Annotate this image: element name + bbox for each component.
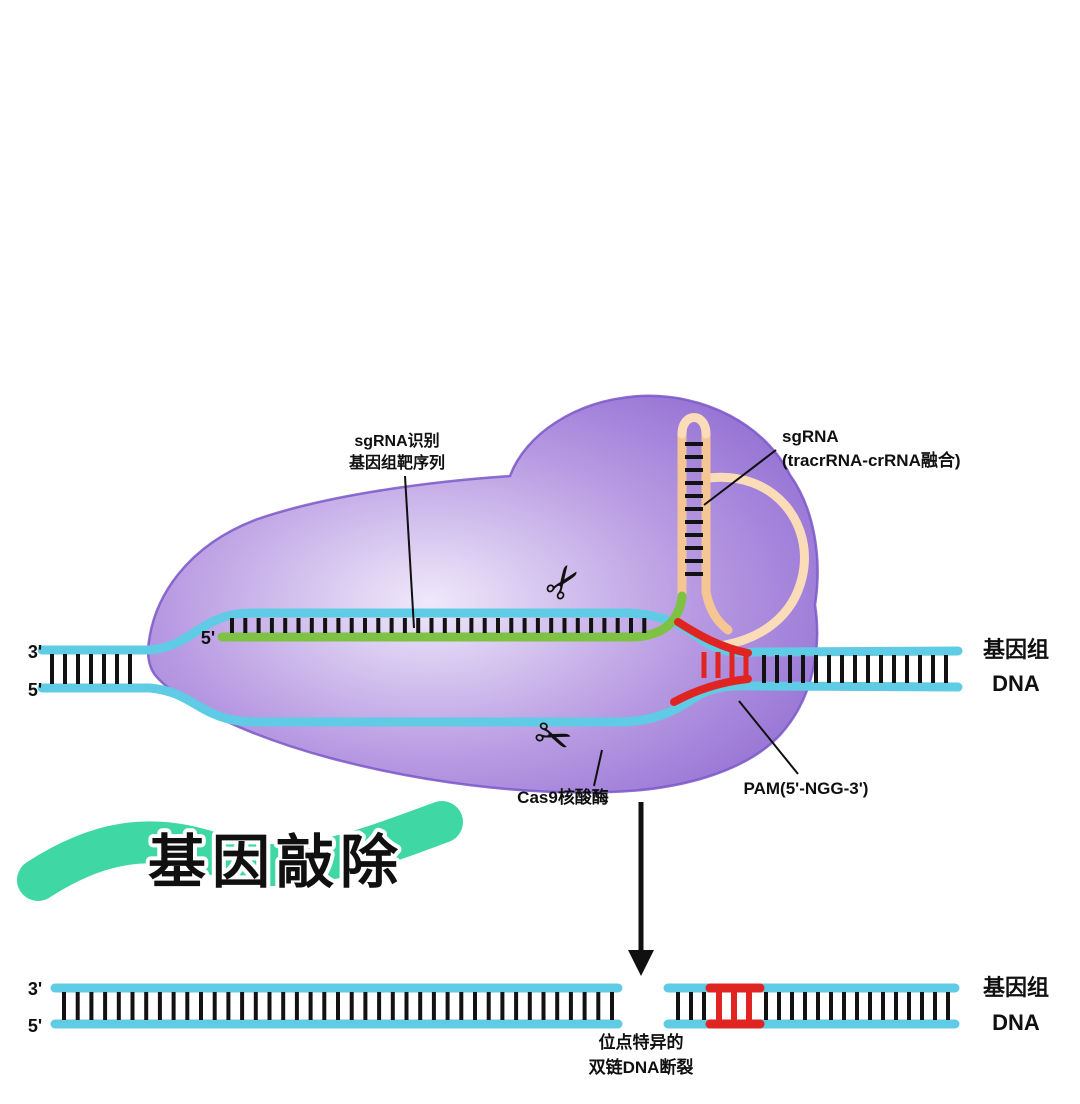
label-genome-top-line1: 基因组 <box>983 637 1049 662</box>
rungs-bottom-left <box>62 992 614 1020</box>
pam-top-strand <box>674 618 752 657</box>
rungs-right-duplex <box>762 655 948 683</box>
label-genome-top-line2: DNA <box>992 671 1040 696</box>
caption-break-line2: 双链DNA断裂 <box>589 1057 694 1077</box>
pointer-sgrna <box>703 449 777 506</box>
label-3prime-top: 3' <box>28 642 42 662</box>
label-5prime-top: 5' <box>28 680 42 700</box>
label-sgrna-target-line2: 基因组靶序列 <box>348 453 445 472</box>
label-pam: PAM(5'-NGG-3') <box>744 779 869 798</box>
pointer-sgrna-target <box>404 475 415 629</box>
knockout-brush-stroke <box>17 801 463 901</box>
label-sgrna-line1: sgRNA <box>782 427 839 446</box>
result-arrow-head <box>628 950 654 976</box>
sgrna-hairpin-top-loop <box>677 413 711 439</box>
cas9-protein-body <box>146 394 819 794</box>
caption-break-line1: 位点特异的 <box>599 1032 684 1052</box>
label-5prime-inner: 5' <box>201 628 215 648</box>
label-cas9: Cas9核酸酶 <box>517 787 609 807</box>
label-genome-bottom-line2: DNA <box>992 1010 1040 1035</box>
dna-top-strand <box>37 608 963 658</box>
label-sgrna-line2: (tracrRNA-crRNA融合) <box>782 450 961 470</box>
rungs-pam <box>701 652 749 678</box>
pointer-cas9 <box>593 749 603 787</box>
rungs-bottom-right-a <box>676 992 706 1020</box>
rungs-bottom-right-red <box>716 992 752 1020</box>
label-genome-bottom-line1: 基因组 <box>983 975 1049 1000</box>
knockout-title: 基因敲除 <box>148 830 404 895</box>
sgrna-guide-strand <box>217 591 687 642</box>
rungs-guide <box>230 618 647 633</box>
rungs-bottom-right-b <box>764 992 950 1020</box>
label-5prime-bottom: 5' <box>28 1016 42 1036</box>
rungs-hairpin <box>685 442 703 576</box>
sgrna-scaffold-loop <box>703 472 809 650</box>
pam-bottom-strand <box>670 675 752 706</box>
sgrna-hairpin-right-strand <box>701 429 733 635</box>
rungs-left-duplex <box>50 654 132 684</box>
label-sgrna-target-line1: sgRNA识别 <box>354 432 439 450</box>
label-3prime-bottom: 3' <box>28 979 42 999</box>
pointer-pam <box>738 700 799 775</box>
